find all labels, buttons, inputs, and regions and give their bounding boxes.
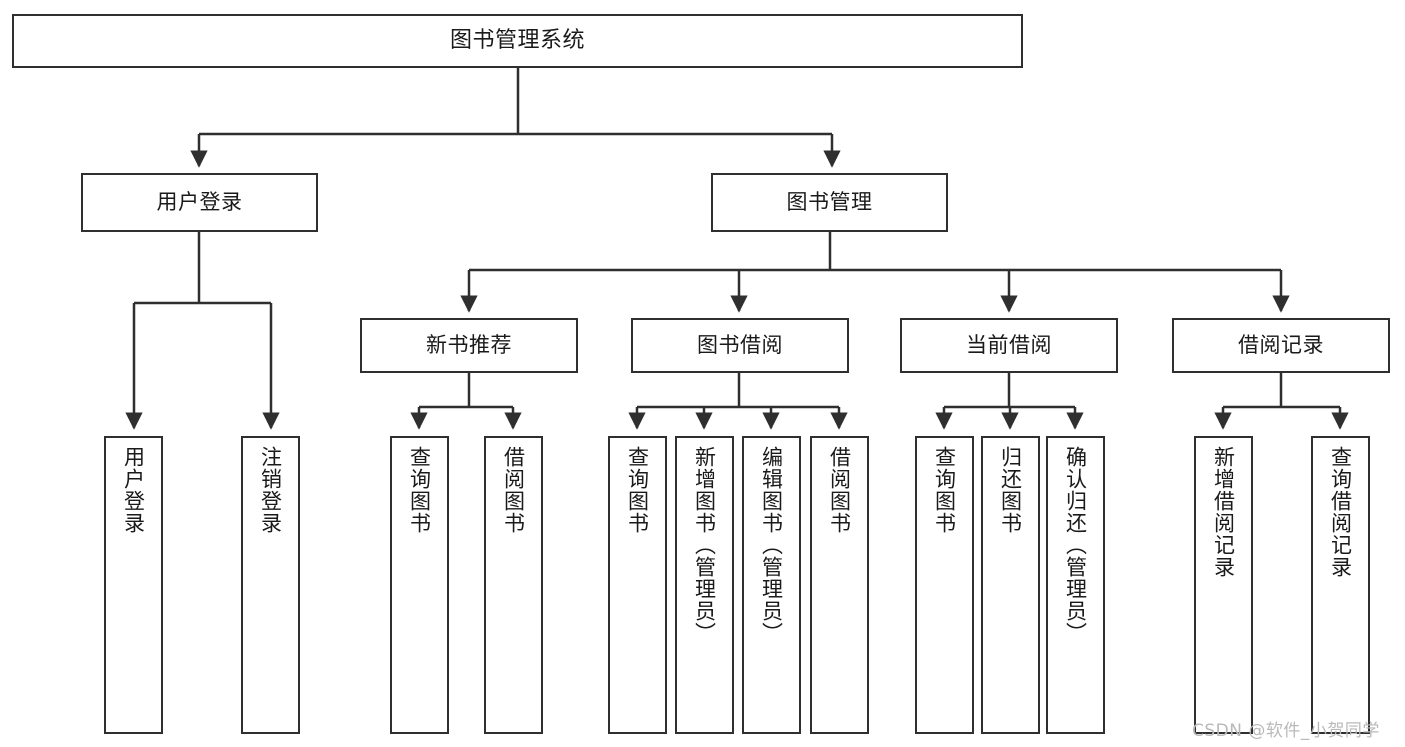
node-leaf-user-login[interactable]: 用户登录 [104,436,163,734]
node-leaf-confirm-return-admin[interactable]: 确认归还（管理员） [1046,436,1105,734]
node-label: 新增借阅记录 [1211,446,1236,578]
node-current-borrowing[interactable]: 当前借阅 [900,318,1118,373]
node-book-borrowing[interactable]: 图书借阅 [631,318,849,373]
node-label: 新增图书（管理员） [692,446,717,644]
node-label: 图书管理系统 [449,28,585,54]
node-label: 借阅记录 [1238,333,1324,358]
node-user-login[interactable]: 用户登录 [81,173,318,232]
node-leaf-logout[interactable]: 注销登录 [241,436,300,734]
csdn-watermark: CSDN @软件_小贺同学 [1192,721,1380,741]
node-label: 当前借阅 [966,333,1052,358]
node-label: 查询借阅记录 [1328,446,1353,578]
node-leaf-query-book-1[interactable]: 查询图书 [390,436,449,734]
node-leaf-return-book[interactable]: 归还图书 [981,436,1040,734]
node-label: 确认归还（管理员） [1063,446,1088,644]
node-label: 查询图书 [625,446,650,534]
node-label: 新书推荐 [426,333,512,358]
node-leaf-borrow-book-1[interactable]: 借阅图书 [484,436,543,734]
node-label: 查询图书 [407,446,432,534]
node-leaf-add-borrow-record[interactable]: 新增借阅记录 [1194,436,1253,734]
node-root-book-management-system[interactable]: 图书管理系统 [12,14,1023,68]
node-leaf-query-borrow-record[interactable]: 查询借阅记录 [1311,436,1370,734]
node-label: 用户登录 [121,446,146,534]
node-label: 用户登录 [156,190,243,215]
node-label: 编辑图书（管理员） [759,446,784,644]
node-borrowing-record[interactable]: 借阅记录 [1172,318,1390,373]
node-book-management[interactable]: 图书管理 [711,173,948,232]
node-leaf-query-book-3[interactable]: 查询图书 [915,436,974,734]
node-leaf-query-book-2[interactable]: 查询图书 [608,436,667,734]
node-label: 归还图书 [998,446,1023,534]
node-label: 查询图书 [932,446,957,534]
node-leaf-edit-book-admin[interactable]: 编辑图书（管理员） [742,436,801,734]
node-new-book-recommendation[interactable]: 新书推荐 [360,318,578,373]
node-leaf-borrow-book-2[interactable]: 借阅图书 [810,436,869,734]
node-label: 图书管理 [786,190,873,215]
node-label: 图书借阅 [697,333,783,358]
node-label: 借阅图书 [827,446,852,534]
node-label: 借阅图书 [501,446,526,534]
node-label: 注销登录 [258,446,283,534]
node-leaf-add-book-admin[interactable]: 新增图书（管理员） [675,436,734,734]
